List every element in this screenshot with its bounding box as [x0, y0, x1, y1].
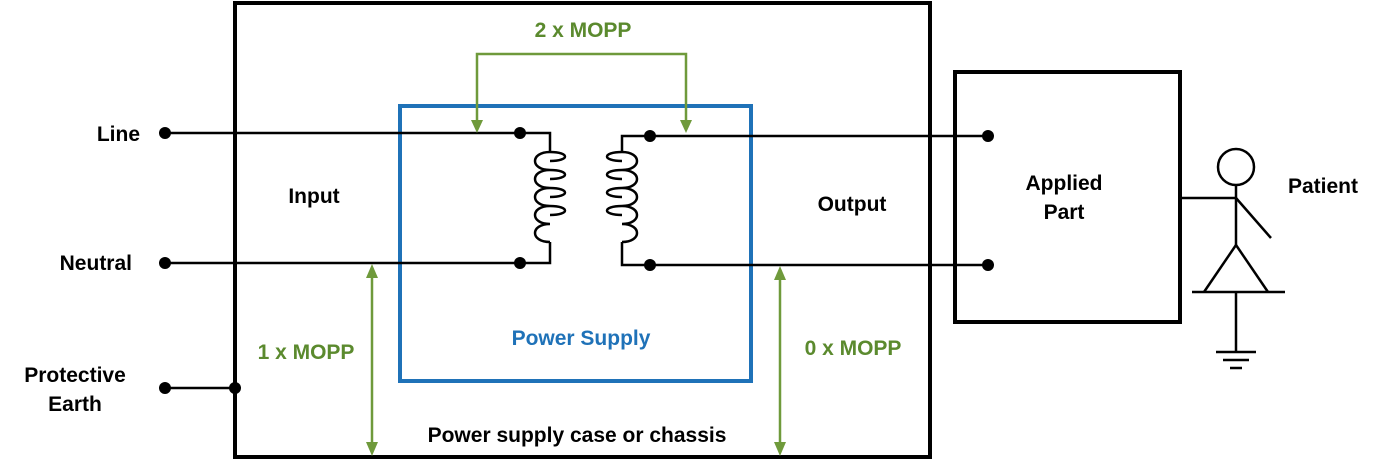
mopp-zero-arrow — [774, 266, 786, 456]
chassis-label: Power supply case or chassis — [428, 424, 727, 447]
transformer-secondary — [605, 134, 650, 267]
mopp-one-arrow — [366, 264, 378, 456]
output-wire-bottom — [644, 259, 994, 271]
mopp-two-arrowhead-left — [471, 120, 483, 133]
patient-figure — [1192, 147, 1285, 352]
line-label: Line — [97, 123, 140, 146]
mopp-zero-label: 0 x MOPP — [805, 337, 902, 360]
neutral-label: Neutral — [60, 252, 132, 275]
mopp-two-arrowhead-right — [680, 120, 692, 133]
protective-earth-label-line1: Protective — [24, 364, 126, 387]
power-supply-label: Power Supply — [512, 327, 651, 350]
applied-part-box — [953, 70, 1182, 324]
output-label: Output — [818, 193, 887, 216]
mopp-two-label: 2 x MOPP — [535, 19, 632, 42]
neutral-wire — [159, 257, 526, 269]
mopp-two-arrow — [475, 52, 688, 123]
power-supply-box — [398, 104, 753, 383]
output-wire-top — [644, 130, 994, 142]
chassis-box — [233, 1, 932, 459]
transformer-primary — [520, 131, 567, 265]
protective-earth-wire — [159, 382, 241, 394]
mopp-one-label: 1 x MOPP — [258, 341, 355, 364]
applied-part-label-line1: Applied — [1026, 172, 1103, 195]
input-label: Input — [288, 185, 339, 208]
protective-earth-label-line2: Earth — [48, 393, 102, 416]
patient-label: Patient — [1288, 175, 1358, 198]
line-wire — [159, 127, 526, 139]
applied-part-label-line2: Part — [1044, 201, 1085, 224]
ground-icon — [1216, 350, 1256, 370]
